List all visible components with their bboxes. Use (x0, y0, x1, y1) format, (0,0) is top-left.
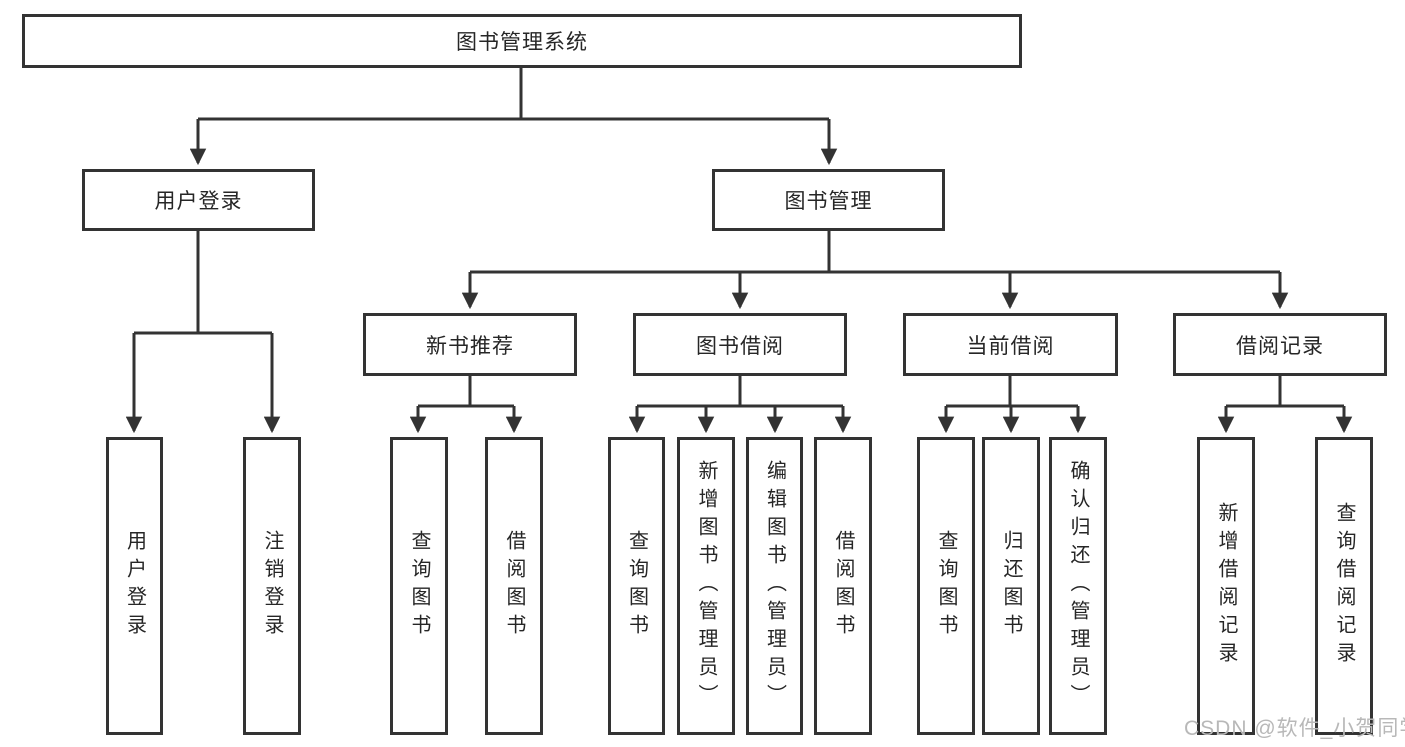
node-leaf-confirm-return-admin: 确认归还（管理员） (1049, 437, 1107, 735)
node-user-login-label: 用户登录 (154, 190, 243, 213)
leaf-label: 新增图书（管理员） (695, 460, 717, 712)
node-leaf-edit-books-admin: 编辑图书（管理员） (746, 437, 803, 735)
node-leaf-add-books-admin: 新增图书（管理员） (677, 437, 735, 735)
node-leaf-query-books-cb: 查询图书 (917, 437, 975, 735)
leaf-label: 归还图书 (1000, 530, 1022, 642)
leaf-label: 查询图书 (408, 530, 430, 642)
node-root-system: 图书管理系统 (22, 14, 1022, 68)
leaf-label: 查询图书 (935, 530, 957, 642)
node-book-borrowing: 图书借阅 (633, 313, 847, 376)
node-user-login: 用户登录 (82, 169, 315, 231)
node-leaf-query-books-bb: 查询图书 (608, 437, 665, 735)
leaf-label: 编辑图书（管理员） (763, 460, 786, 712)
node-current-borrowing: 当前借阅 (903, 313, 1118, 376)
node-leaf-logout-action: 注销登录 (243, 437, 301, 735)
node-borrowing-records: 借阅记录 (1173, 313, 1387, 376)
node-new-book-recommend: 新书推荐 (363, 313, 577, 376)
node-book-borrowing-label: 图书借阅 (696, 334, 784, 358)
leaf-label: 用户登录 (123, 530, 146, 642)
node-leaf-borrow-books-bb: 借阅图书 (814, 437, 872, 735)
leaf-label: 查询借阅记录 (1333, 502, 1355, 670)
node-leaf-user-login-action: 用户登录 (106, 437, 163, 735)
node-leaf-return-books: 归还图书 (982, 437, 1040, 735)
node-leaf-query-borrow-record: 查询借阅记录 (1315, 437, 1373, 735)
node-leaf-add-borrow-record: 新增借阅记录 (1197, 437, 1255, 735)
node-leaf-query-books-nb: 查询图书 (390, 437, 448, 735)
leaf-label: 确认归还（管理员） (1067, 460, 1089, 712)
leaf-label: 新增借阅记录 (1215, 502, 1237, 670)
node-new-book-recommend-label: 新书推荐 (426, 334, 514, 358)
node-borrowing-records-label: 借阅记录 (1236, 334, 1324, 358)
node-book-management-label: 图书管理 (784, 190, 873, 213)
leaf-label: 注销登录 (261, 530, 283, 642)
node-leaf-borrow-books-nb: 借阅图书 (485, 437, 543, 735)
leaf-label: 查询图书 (625, 530, 648, 642)
node-current-borrowing-label: 当前借阅 (966, 334, 1055, 358)
node-root-label: 图书管理系统 (456, 31, 588, 54)
node-book-management: 图书管理 (712, 169, 945, 231)
leaf-label: 借阅图书 (503, 530, 525, 642)
csdn-watermark: CSDN @软件_小贺同学 (1184, 717, 1405, 740)
leaf-label: 借阅图书 (832, 530, 854, 642)
